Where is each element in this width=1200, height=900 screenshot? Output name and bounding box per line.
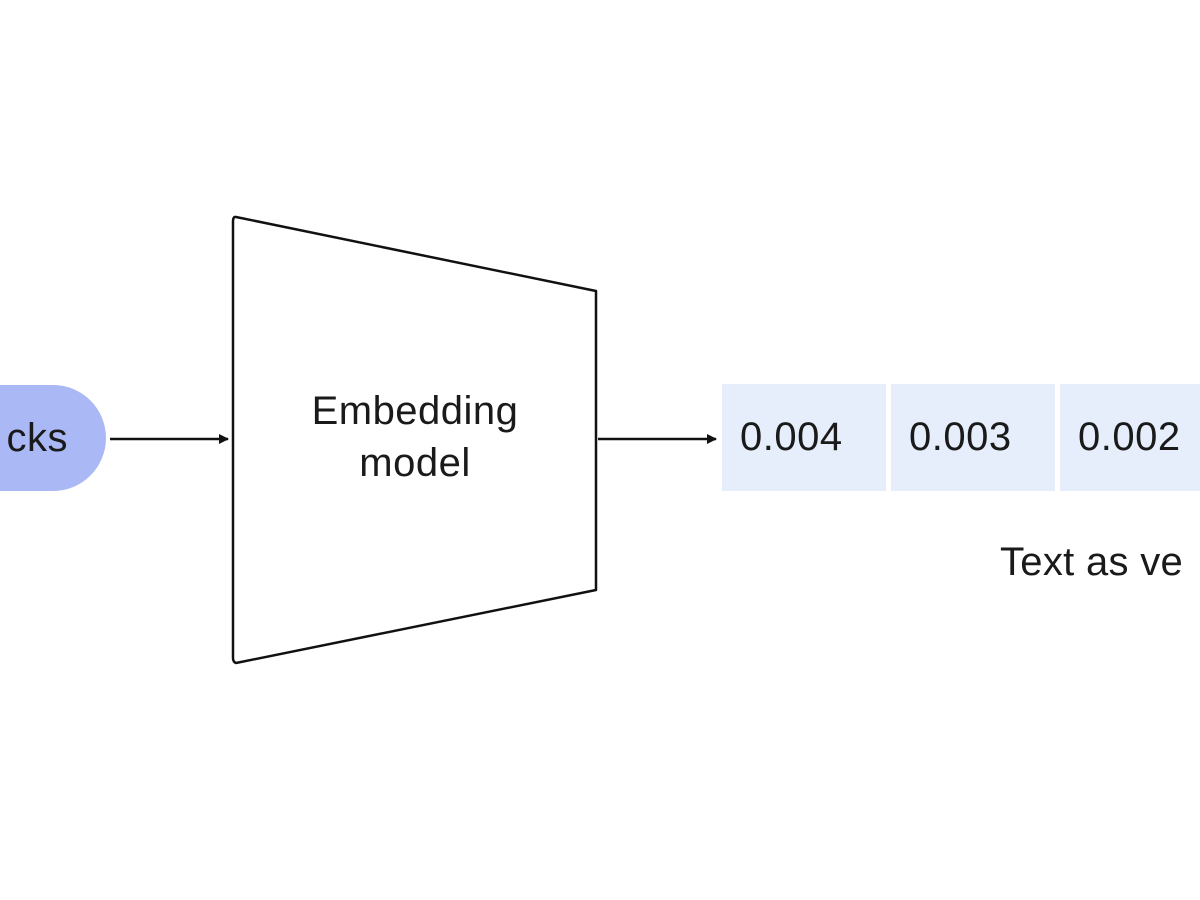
vector-value: 0.004 [740,415,843,459]
vector-cell: 0.003 [891,384,1055,491]
model-label-line1: Embedding [311,389,519,433]
text-chunks-label: cks [6,415,68,460]
vector-cell: 0.002 [1060,384,1200,491]
vector-caption: Text as ve [1000,540,1184,584]
embedding-model-label: Embedding model [234,385,596,489]
embedding-model-shape [231,215,598,665]
embedding-vector: 0.004 0.003 0.002 [722,384,1200,491]
text-chunks-pill: cks [0,385,106,491]
vector-value: 0.002 [1078,415,1181,459]
vector-value: 0.003 [909,415,1012,459]
model-label-line2: model [359,441,471,485]
vector-cell: 0.004 [722,384,886,491]
